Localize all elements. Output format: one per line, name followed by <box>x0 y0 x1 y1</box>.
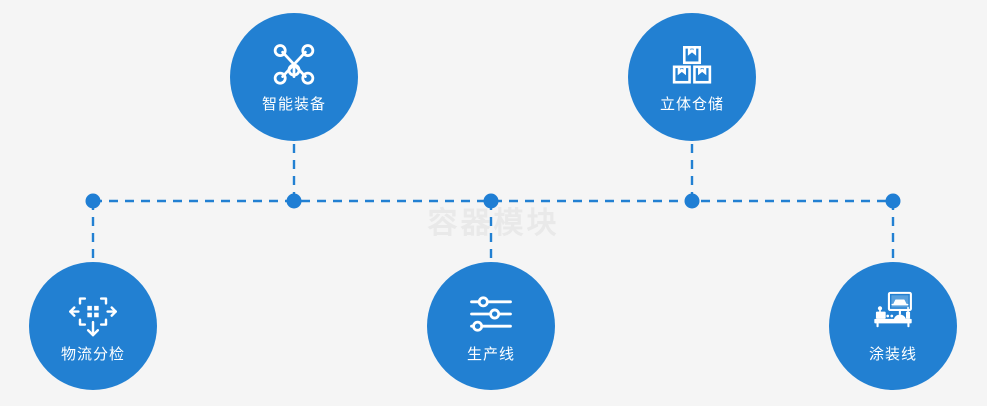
node-production-line[interactable]: 生产线 <box>427 262 555 390</box>
node-sorting[interactable]: 物流分检 <box>29 262 157 390</box>
node-warehouse[interactable]: 立体仓储 <box>628 13 756 141</box>
node-smart-equipment[interactable]: 智能装备 <box>230 13 358 141</box>
sliders-icon <box>465 288 517 340</box>
node-label-paint-line: 涂装线 <box>868 346 917 363</box>
node-paint-line[interactable]: 涂装线 <box>829 262 957 390</box>
watermark-text: 容器模块 <box>427 207 560 240</box>
node-label-production-line: 生产线 <box>466 346 515 363</box>
node-label-sorting: 物流分检 <box>60 346 125 363</box>
stacked-boxes-icon <box>666 40 718 92</box>
node-label-smart-equipment: 智能装备 <box>261 96 326 113</box>
logistics-sorting-icon <box>67 288 119 340</box>
node-label-warehouse: 立体仓储 <box>659 96 724 113</box>
network-nodes-icon <box>268 40 320 92</box>
paint-line-machine-icon <box>867 288 919 340</box>
